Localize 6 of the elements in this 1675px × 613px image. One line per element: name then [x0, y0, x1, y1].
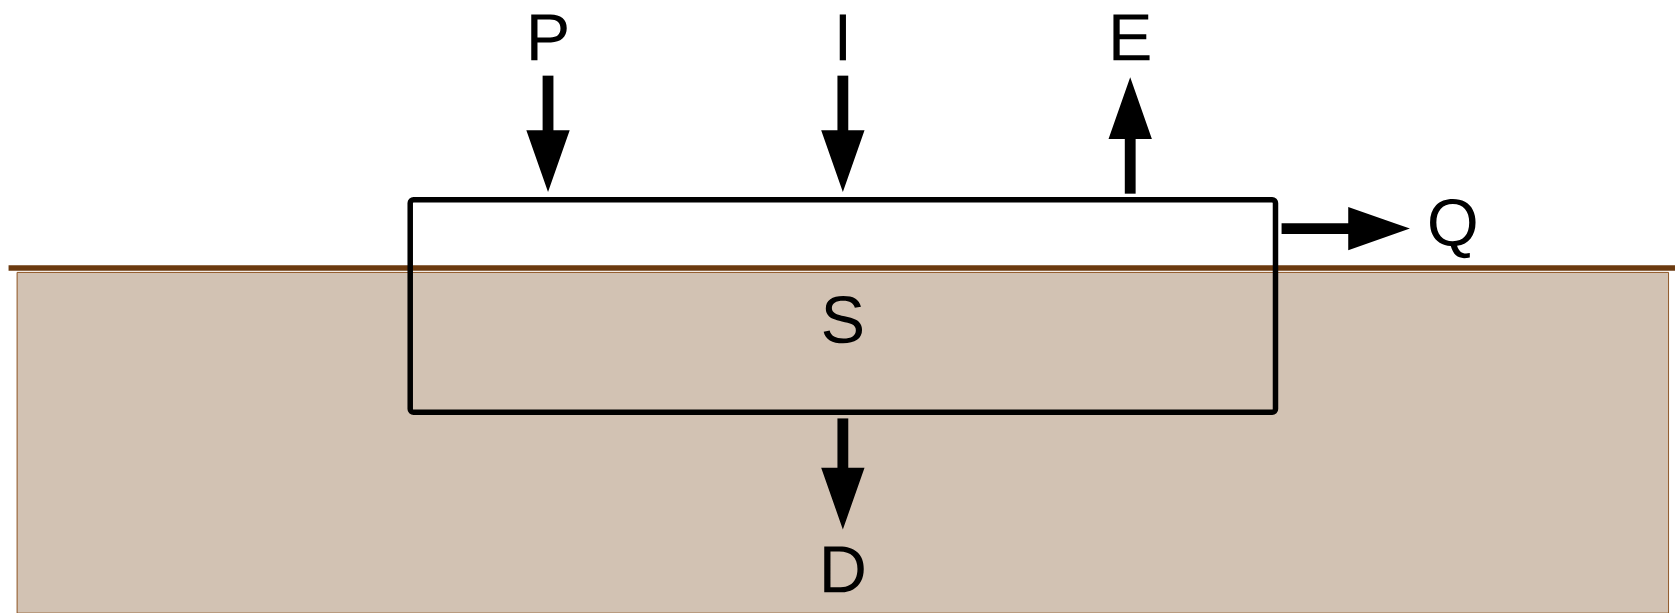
flow-label: D — [824, 546, 864, 593]
storage-box: S — [407, 196, 1279, 415]
flow-label: I — [839, 14, 846, 61]
flow-label: P — [531, 14, 567, 61]
flow-label: Q — [1430, 198, 1476, 259]
flow-label: E — [1113, 14, 1150, 61]
